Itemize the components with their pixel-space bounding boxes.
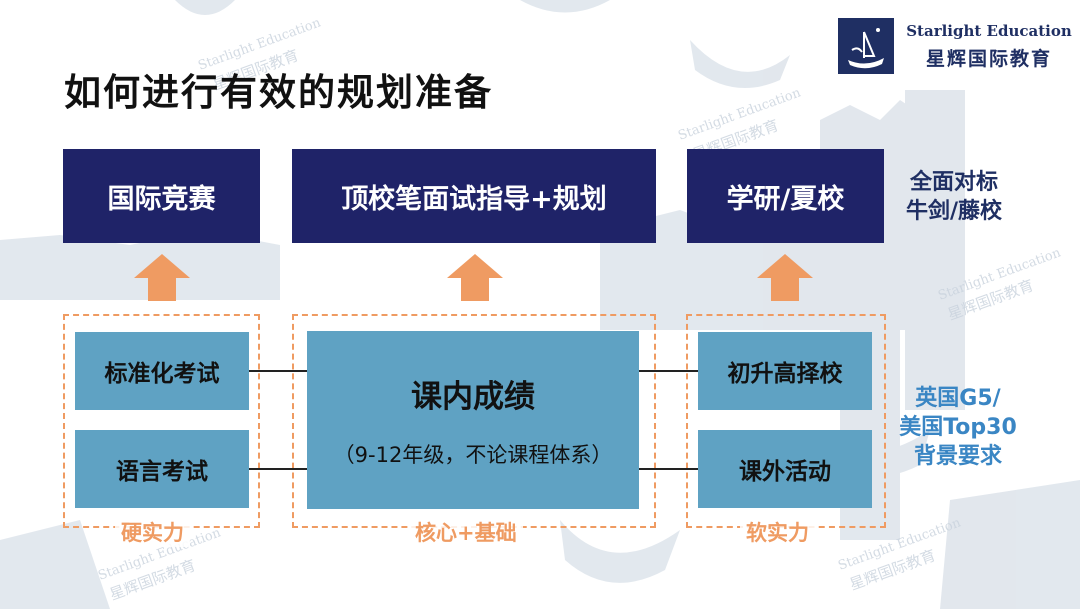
side-note-line: 背景要求: [913, 444, 1002, 469]
up-arrow-stem: [148, 277, 176, 301]
hard-item-standardized-test: 标准化考试: [75, 332, 249, 410]
side-note-line: 美国Top30: [899, 415, 1017, 440]
group-label-core: 核心+基础: [409, 517, 523, 547]
core-subtitle: （9-12年级，不论课程体系）: [333, 443, 613, 467]
soft-item-school-selection: 初升高择校: [698, 332, 872, 410]
up-arrow-stem: [771, 277, 799, 301]
side-note-bottom: 英国G5/ 美国Top30 背景要求: [894, 384, 1022, 471]
side-note-line: 牛剑/藤校: [905, 199, 1003, 224]
hard-item-language-test: 语言考试: [75, 430, 249, 508]
up-arrow-icon: [757, 254, 813, 278]
brand-english: Starlight Education: [906, 22, 1072, 40]
brand-chinese: 星辉国际教育: [925, 48, 1052, 70]
connector-line: [249, 370, 307, 372]
goal-box-research: 学研/夏校: [687, 149, 884, 243]
group-label-hard: 硬实力: [115, 517, 190, 547]
side-note-line: 英国G5/: [915, 386, 1001, 411]
side-note-line: 全面对标: [909, 170, 998, 195]
soft-item-extracurricular: 课外活动: [698, 430, 872, 508]
up-arrow-icon: [447, 254, 503, 278]
goal-box-competition: 国际竞赛: [63, 149, 260, 243]
up-arrow-icon: [134, 254, 190, 278]
connector-line: [639, 370, 698, 372]
goal-box-interview: 顶校笔面试指导+规划: [292, 149, 656, 243]
core-title: 课内成绩: [411, 379, 535, 415]
slide-title: 如何进行有效的规划准备: [64, 71, 493, 114]
starlight-logo-icon: [838, 18, 894, 74]
up-arrow-stem: [461, 277, 489, 301]
connector-line: [249, 468, 307, 470]
core-box: 课内成绩 （9-12年级，不论课程体系）: [307, 331, 639, 509]
connector-line: [639, 468, 698, 470]
side-note-top: 全面对标 牛剑/藤校: [894, 168, 1014, 226]
group-label-soft: 软实力: [740, 517, 815, 547]
